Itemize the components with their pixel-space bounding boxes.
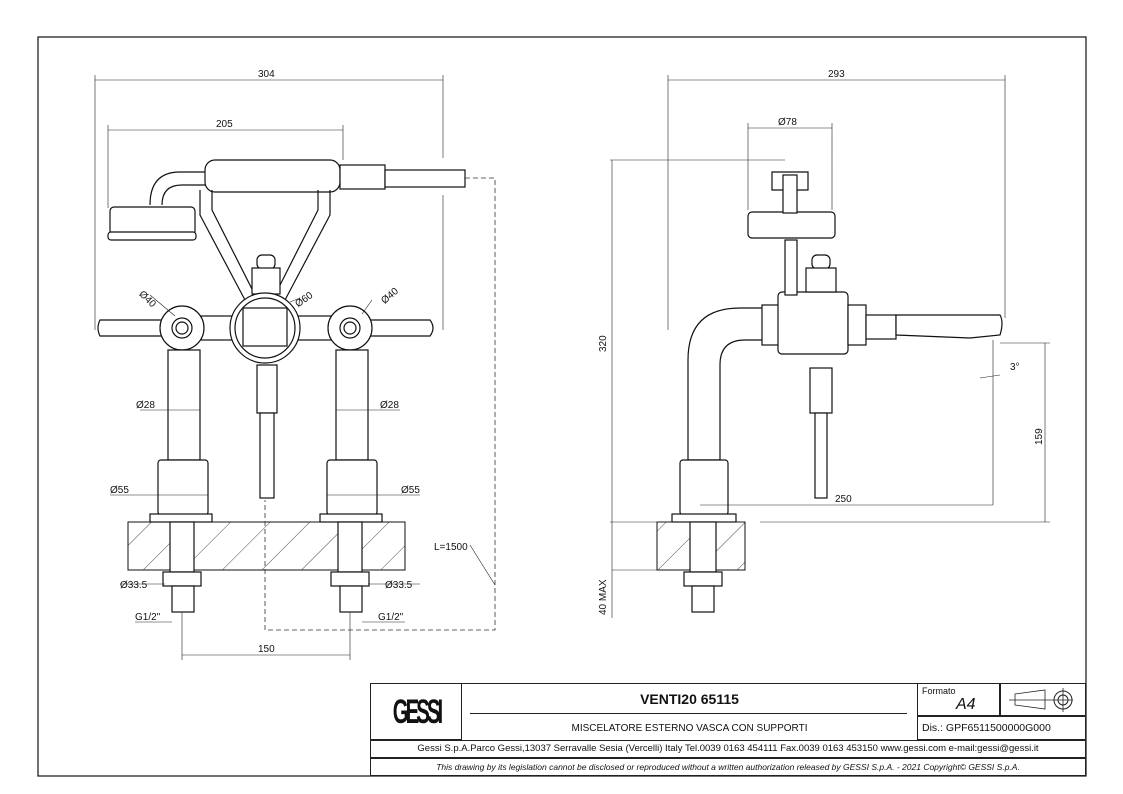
drawing-line <box>171 317 193 339</box>
dim-center: Ø60 <box>293 290 315 310</box>
drawing-line <box>1009 689 1073 710</box>
side-shower-head <box>747 211 836 239</box>
drawing-line <box>327 305 373 351</box>
drawing-line <box>343 321 357 335</box>
dim-right-pipe: Ø28 <box>380 400 399 411</box>
format-value: A4 <box>956 696 976 713</box>
dim-left-handle: Ø40 <box>137 289 158 310</box>
drawing-line <box>610 75 1050 618</box>
projection-icon <box>1009 688 1073 712</box>
gessi-logo: GESSI <box>370 683 462 740</box>
hand-shower-head <box>109 206 196 236</box>
dim-right-thread: G1/2" <box>378 612 404 623</box>
dim-handle-width: 205 <box>216 119 233 130</box>
handset-grip <box>204 159 341 193</box>
dim-height: 320 <box>598 335 609 352</box>
dim-left-pipe: Ø28 <box>136 400 155 411</box>
dim-shower-dia: Ø78 <box>778 117 797 128</box>
dim-spout-reach: 250 <box>835 494 852 505</box>
drawing-line <box>169 521 195 573</box>
drawing-line <box>259 412 275 499</box>
dim-spout-height: 159 <box>1034 428 1045 445</box>
drawing-line <box>326 459 378 516</box>
drawing-line <box>809 367 833 414</box>
side-view: 293 Ø78 320 3° 159 250 40 MAX <box>598 69 1050 618</box>
drawing-line <box>157 459 209 516</box>
dim-right-shank: Ø33.5 <box>385 580 413 591</box>
drawing-line <box>337 521 363 573</box>
dim-left-shank: Ø33.5 <box>120 580 148 591</box>
dim-right-base: Ø55 <box>401 485 420 496</box>
product-title: VENTI20 65115 <box>640 691 739 707</box>
dim-deck-thickness: 40 MAX <box>598 579 609 615</box>
drawing-line <box>251 267 281 295</box>
drawing-line <box>319 513 383 523</box>
drawing-line <box>199 190 331 301</box>
drawing-line <box>683 571 723 587</box>
drawing-line <box>264 177 496 631</box>
drawing-line <box>171 585 195 613</box>
drawing-line <box>339 585 363 613</box>
dim-left-thread: G1/2" <box>135 612 161 623</box>
drawing-line <box>782 174 798 214</box>
drawing-line <box>811 254 831 270</box>
drawing-line <box>107 231 197 241</box>
company-address: Gessi S.p.A.Parco Gessi,13037 Serravalle… <box>370 740 1086 758</box>
front-view: 304 205 Ø40 Ø60 Ø40 Ø28 Ø28 Ø55 Ø55 Ø33.… <box>94 69 496 660</box>
drawing-line <box>784 239 798 296</box>
side-body <box>777 291 849 355</box>
drawing-line <box>689 521 717 573</box>
dim-hose-length: L=1500 <box>434 542 468 553</box>
drawing-line <box>330 571 370 587</box>
drawing-number: Dis.: GPF6511500000G000 <box>917 716 1086 740</box>
center-body <box>229 292 301 364</box>
drawing-line <box>679 459 729 516</box>
drawing-line <box>805 267 837 293</box>
drawing-line <box>167 349 201 461</box>
dim-overall-width: 304 <box>258 69 275 80</box>
drawing-line <box>242 307 288 347</box>
drawing-line <box>94 75 496 660</box>
copyright-disclaimer: This drawing by its legislation cannot b… <box>370 758 1086 776</box>
dim-overall-depth: 293 <box>828 69 845 80</box>
drawing-frame <box>37 36 1087 777</box>
drawing-line <box>847 304 867 346</box>
drawing-line <box>865 314 897 340</box>
drawing-line <box>256 254 276 270</box>
product-description: MISCELATORE ESTERNO VASCA CON SUPPORTI <box>571 723 808 734</box>
drawing-line <box>256 364 278 414</box>
drawing-line <box>162 571 202 587</box>
format-cell: Formato A4 <box>917 683 1000 716</box>
drawing-line <box>687 307 771 461</box>
drawing-line <box>149 513 213 523</box>
drawing-line <box>339 164 386 190</box>
drawing-line <box>691 585 715 613</box>
dim-right-handle: Ø40 <box>379 286 401 307</box>
projection-symbol <box>1000 683 1086 716</box>
dim-spout-angle: 3° <box>1010 362 1020 373</box>
drawing-line <box>335 349 369 461</box>
drawing-line <box>234 297 296 359</box>
drawing-line <box>159 305 205 351</box>
drawing-line <box>175 321 189 335</box>
drawing-line <box>814 412 828 499</box>
dim-centres: 150 <box>258 644 275 655</box>
drawing-line <box>339 317 361 339</box>
drawing-line <box>149 171 205 206</box>
hose-connection <box>384 169 466 188</box>
format-label: Formato <box>922 686 956 696</box>
spout <box>895 314 1003 339</box>
drawing-line <box>671 513 737 523</box>
dim-left-base: Ø55 <box>110 485 129 496</box>
